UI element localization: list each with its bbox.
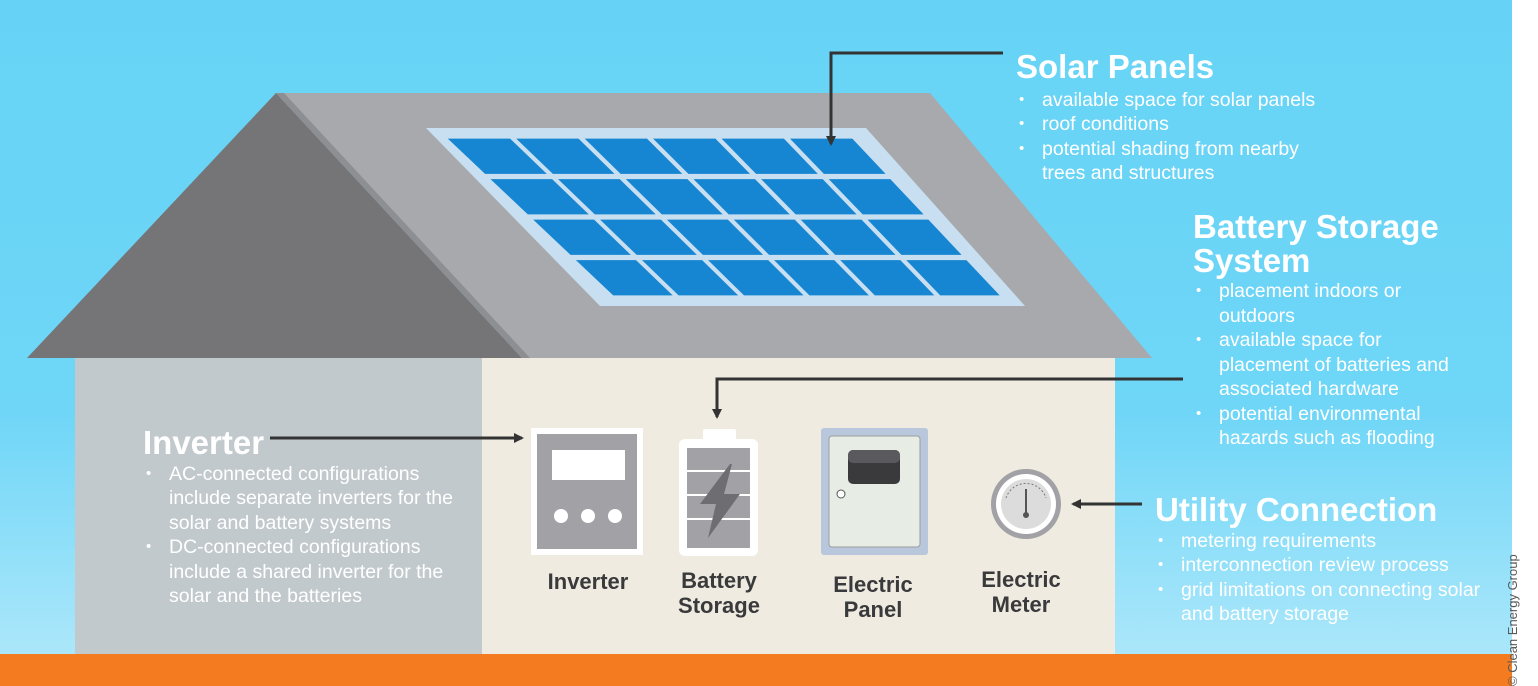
roof-gable <box>27 93 522 358</box>
battery-storage-label: Battery Storage <box>678 568 760 618</box>
solar-cell <box>828 179 924 215</box>
solar-arrow <box>826 51 1003 146</box>
solar-cell <box>600 219 697 255</box>
solar-cell <box>447 138 547 174</box>
white-margin <box>1512 0 1538 686</box>
solar-cell <box>721 138 818 174</box>
solar-cell <box>790 138 886 174</box>
inverter-icon <box>531 428 643 555</box>
solar-panels-bullets: available space for solar panels roof co… <box>1016 88 1396 186</box>
utility-connection-title: Utility Connection <box>1155 491 1438 528</box>
solar-panel-array <box>426 128 1025 306</box>
solar-cell <box>533 219 631 255</box>
solar-cell <box>906 260 1000 296</box>
bullet-item: available space for solar panels <box>1016 88 1396 113</box>
solar-cell <box>558 179 656 215</box>
utility-connection-callout: Utility Connection metering requirements… <box>1155 493 1500 627</box>
inverter-callout: Inverter AC-connected configurations inc… <box>143 426 473 609</box>
bullet-item: roof conditions <box>1016 112 1396 137</box>
roof-gable-edge <box>276 93 530 358</box>
solar-cell <box>625 179 723 215</box>
bullet-item: available space for placement of batteri… <box>1193 328 1459 402</box>
solar-cell <box>642 260 739 296</box>
bullet-item: DC-connected configurations include a sh… <box>143 535 469 609</box>
battery-storage-bullets: placement indoors or outdoors available … <box>1193 279 1473 451</box>
bullet-item: interconnection review process <box>1155 553 1500 578</box>
solar-panels-callout: Solar Panels available space for solar p… <box>1016 50 1396 186</box>
solar-cell <box>653 138 750 174</box>
bullet-item: potential shading from nearby trees and … <box>1016 137 1342 186</box>
electric-panel-label: Electric Panel <box>833 572 913 622</box>
solar-cell <box>490 179 589 215</box>
solar-cell <box>800 219 896 255</box>
copyright-text: © Clean Energy Group <box>1505 554 1520 686</box>
solar-cell <box>666 219 764 255</box>
electric-meter-icon <box>991 469 1061 539</box>
utility-connection-bullets: metering requirements interconnection re… <box>1155 529 1500 627</box>
solar-cell <box>516 138 615 174</box>
solar-cell <box>761 179 857 215</box>
bullet-item: grid limitations on connecting solar and… <box>1155 578 1481 627</box>
bullet-item: potential environmental hazards such as … <box>1193 402 1469 451</box>
battery-arrow <box>712 377 1183 419</box>
battery-storage-title: Battery Storage System <box>1193 208 1439 279</box>
solar-cell <box>708 260 804 296</box>
bullet-item: metering requirements <box>1155 529 1500 554</box>
solar-panels-title: Solar Panels <box>1016 48 1215 85</box>
battery-storage-callout: Battery Storage System placement indoors… <box>1193 210 1473 451</box>
bullet-item: placement indoors or outdoors <box>1193 279 1439 328</box>
electric-panel-icon <box>821 428 928 555</box>
bullet-item: AC-connected configurations include sepa… <box>143 462 469 536</box>
inverter-title: Inverter <box>143 424 265 461</box>
solar-cell <box>584 138 683 174</box>
solar-cell <box>575 260 673 296</box>
inverter-label: Inverter <box>547 569 629 594</box>
solar-cell <box>733 219 830 255</box>
solar-cell <box>867 219 962 255</box>
battery-icon <box>679 429 758 556</box>
electric-meter-label: Electric Meter <box>981 567 1061 617</box>
solar-cell <box>693 179 790 215</box>
solar-cell <box>840 260 935 296</box>
ground <box>0 654 1512 686</box>
solar-cell <box>774 260 869 296</box>
inverter-bullets: AC-connected configurations include sepa… <box>143 462 473 609</box>
